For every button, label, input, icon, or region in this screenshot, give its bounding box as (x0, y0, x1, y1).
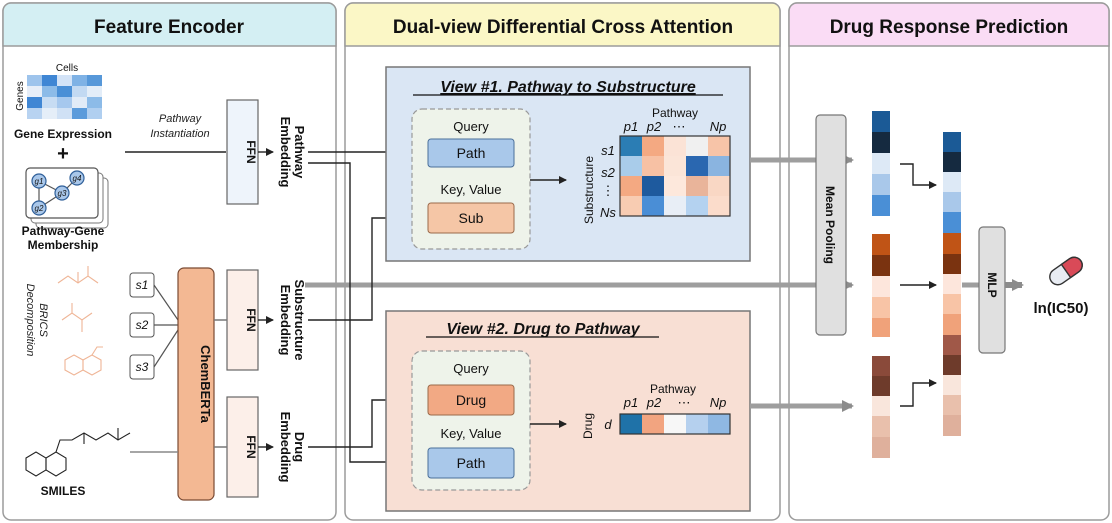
view2-query-label: Query (453, 361, 489, 376)
gene-node-g4: g4 (69, 170, 85, 186)
view1-attention-matrix (619, 135, 731, 217)
svg-text:Drug: Drug (292, 432, 307, 462)
view1-kv-label: Key, Value (441, 182, 502, 197)
pathway-instantiation-line2: Instantiation (150, 128, 209, 140)
pathway-gene-line2: Membership (28, 238, 99, 252)
drug-response-prediction-title: Drug Response Prediction (830, 17, 1069, 38)
smiles-molecule (25, 428, 131, 477)
ffn-drug-block: FFN (226, 396, 259, 498)
svg-text:s1: s1 (136, 278, 149, 292)
view1-col-p1: p1 (623, 119, 638, 134)
view2-title: View #2. Drug to Pathway (446, 321, 640, 338)
svg-text:Embedding: Embedding (278, 285, 293, 356)
view1-pathway-label: Pathway (652, 106, 698, 120)
gene-node-g3: g3 (54, 185, 70, 201)
svg-text:FFN: FFN (244, 308, 258, 331)
svg-text:Substructure: Substructure (292, 280, 307, 361)
svg-text:ChemBERTa: ChemBERTa (198, 345, 213, 424)
view2-box: View #2. Drug to Pathway Query Drug Key,… (385, 310, 751, 512)
ffn-pathway-block: FFN (226, 99, 259, 205)
svg-text:Pathway: Pathway (292, 126, 307, 180)
substructure-token-s2: s2 (129, 312, 155, 338)
view1-row-axis: Substructure (582, 156, 596, 224)
dual-view-attention-title: Dual-view Differential Cross Attention (393, 17, 733, 38)
view2-query-drug: Drug (427, 384, 515, 416)
view1-query-label: Query (453, 119, 489, 134)
cells-label: Cells (56, 63, 78, 74)
svg-text:FFN: FFN (244, 435, 258, 458)
svg-text:s2: s2 (136, 318, 149, 332)
pill-icon (1049, 256, 1083, 286)
ffn-substructure-block: FFN (226, 269, 259, 371)
pooled-drug-vector (872, 356, 890, 458)
gene-node-g2: g2 (31, 200, 47, 216)
view2-col-np: Np (710, 395, 727, 410)
svg-text:g3: g3 (58, 189, 67, 198)
view2-col-p1: p1 (623, 395, 638, 410)
view1-col-p2: p2 (646, 119, 662, 134)
feature-encoder-title: Feature Encoder (94, 17, 245, 38)
svg-text:g2: g2 (35, 204, 44, 213)
view2-kv-path: Path (427, 447, 515, 479)
pathway-embedding-label: Pathway Embedding (278, 117, 307, 188)
brics-fragment-2 (61, 303, 93, 332)
pooled-pathway-vector (872, 111, 890, 216)
view1-col-dots: ⋯ (673, 119, 686, 134)
svg-text:g4: g4 (73, 174, 82, 183)
svg-text:g1: g1 (35, 177, 44, 186)
view1-col-np: Np (710, 119, 727, 134)
svg-text:Sub: Sub (459, 210, 484, 226)
output-label: ln(IC50) (1033, 300, 1088, 317)
brics-line2: Decomposition (24, 284, 36, 357)
concatenated-vector (943, 132, 961, 436)
pooled-substructure-vector (872, 234, 890, 337)
view2-kv-label: Key, Value (441, 426, 502, 441)
plus-sign: + (57, 143, 69, 165)
pathway-instantiation-line1: Pathway (159, 113, 203, 125)
view1-box: View #1. Pathway to Substructure Query P… (385, 66, 751, 262)
svg-text:Mean Pooling: Mean Pooling (823, 186, 837, 264)
svg-text:MLP: MLP (985, 272, 999, 297)
chemberta-block: ChemBERTa (177, 267, 215, 501)
svg-text:Embedding: Embedding (278, 117, 293, 188)
view2-col-p2: p2 (646, 395, 662, 410)
svg-text:Drug: Drug (456, 392, 486, 408)
svg-text:s3: s3 (136, 360, 149, 374)
view1-row-s2: s2 (601, 165, 616, 180)
view1-row-dots: ⋮ (602, 183, 615, 198)
genes-label: Genes (15, 81, 26, 110)
gene-expression-heatmap: Cells Genes (15, 63, 102, 119)
view1-kv-sub: Sub (427, 202, 515, 234)
brics-fragment-3 (64, 346, 103, 376)
svg-text:FFN: FFN (244, 140, 258, 163)
pathway-gene-line1: Pathway-Gene (22, 224, 105, 238)
substructure-token-s1: s1 (129, 272, 155, 298)
drug-embedding-label: Drug Embedding (278, 412, 307, 483)
brics-fragment-1 (57, 266, 99, 284)
view2-attention-vector (619, 413, 731, 435)
view2-pathway-label: Pathway (650, 382, 696, 396)
view2-row-axis: Drug (581, 413, 595, 439)
view1-row-s1: s1 (601, 143, 615, 158)
svg-text:Embedding: Embedding (278, 412, 293, 483)
smiles-label: SMILES (41, 484, 86, 498)
view1-title: View #1. Pathway to Substructure (440, 79, 696, 96)
mean-pooling-block: Mean Pooling (815, 114, 847, 336)
svg-text:Path: Path (457, 145, 486, 161)
view2-col-dots: ⋯ (678, 395, 691, 410)
mlp-block: MLP (978, 226, 1006, 354)
view1-query-path: Path (427, 138, 515, 168)
pathway-gene-graph: g1 g3 g4 g2 (25, 167, 109, 229)
substructure-embedding-label: Substructure Embedding (278, 280, 307, 361)
substructure-token-s3: s3 (129, 354, 155, 380)
brics-line1: BRICS (37, 303, 49, 337)
view2-row-d: d (604, 417, 612, 432)
gene-expression-label: Gene Expression (14, 127, 112, 141)
view1-row-ns: Ns (600, 205, 616, 220)
gene-node-g1: g1 (31, 173, 47, 189)
svg-text:Path: Path (457, 455, 486, 471)
